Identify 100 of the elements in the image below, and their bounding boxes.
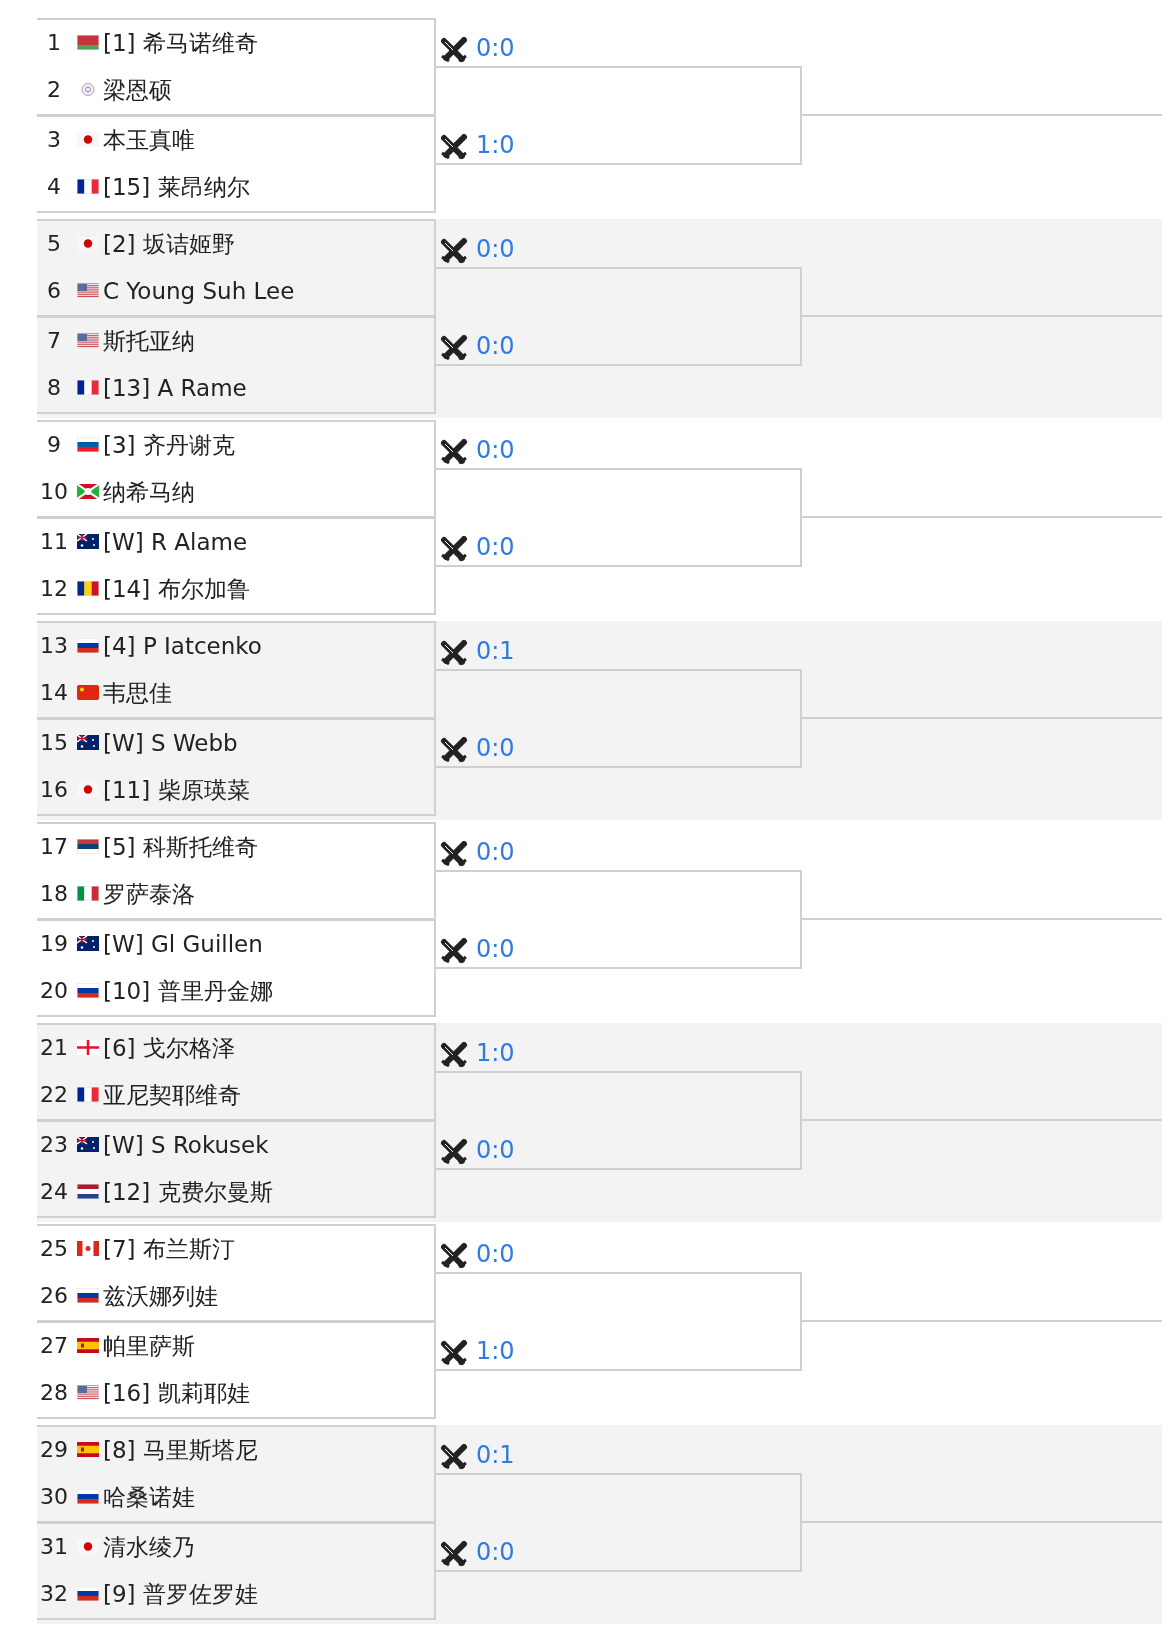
player-name: 哈桑诺娃: [103, 1483, 195, 1511]
score-text: 0:0: [476, 1136, 515, 1164]
player-name: [13] A Rame: [103, 374, 247, 402]
score-text: 1:0: [476, 1337, 515, 1365]
player-name: [W] S Rokusek: [103, 1131, 269, 1159]
player-name: 梁恩硕: [103, 76, 172, 104]
player-name: 亚尼契耶维奇: [103, 1081, 241, 1109]
draw-number: 15: [39, 729, 69, 757]
match-box: [37, 1023, 436, 1121]
score-text: 0:0: [476, 436, 515, 464]
draw-number: 14: [39, 679, 69, 707]
draw-number: 12: [39, 575, 69, 603]
score-text: 0:1: [476, 637, 515, 665]
score-text: 0:1: [476, 1441, 515, 1469]
match-box: [37, 18, 436, 116]
player-name: [W] R Alame: [103, 528, 248, 556]
score-text: 0:0: [476, 34, 515, 62]
player-name: 斯托亚纳: [103, 327, 195, 355]
player-name: 帕里萨斯: [103, 1332, 195, 1360]
player-name: [14] 布尔加鲁: [103, 575, 250, 603]
score-text: 0:0: [476, 1240, 515, 1268]
score-text: 0:0: [476, 1538, 515, 1566]
match-box: [37, 1120, 436, 1218]
match-box: [37, 718, 436, 816]
match-box: [37, 1425, 436, 1523]
match-box: [37, 1522, 436, 1620]
draw-number: 29: [39, 1436, 69, 1464]
player-name: [15] 莱昂纳尔: [103, 173, 250, 201]
match-box: [37, 822, 436, 920]
match-box: [37, 621, 436, 719]
draw-number: 5: [46, 230, 62, 258]
match-box: [37, 115, 436, 213]
match-box: [37, 1224, 436, 1322]
score-text: 0:0: [476, 935, 515, 963]
draw-number: 8: [46, 374, 62, 402]
player-name: 本玉真唯: [103, 126, 195, 154]
player-name: [7] 布兰斯汀: [103, 1235, 235, 1263]
score-text: 0:0: [476, 332, 515, 360]
draw-number: 32: [39, 1580, 69, 1608]
player-name: [10] 普里丹金娜: [103, 977, 273, 1005]
player-name: 韦思佳: [103, 679, 172, 707]
bracket-line: [435, 918, 1163, 969]
match-box: [37, 919, 436, 1017]
score-text: 0:0: [476, 533, 515, 561]
score-text: 0:0: [476, 235, 515, 263]
player-name: 纳希马纳: [103, 478, 195, 506]
draw-number: 3: [46, 126, 62, 154]
draw-number: 1: [46, 29, 62, 57]
match-box: [37, 219, 436, 317]
player-name: [5] 科斯托维奇: [103, 833, 258, 861]
player-name: [W] Gl Guillen: [103, 930, 263, 958]
score-text: 0:0: [476, 734, 515, 762]
draw-number: 20: [39, 977, 69, 1005]
draw-number: 4: [46, 173, 62, 201]
draw-number: 18: [39, 880, 69, 908]
match-box: [37, 517, 436, 615]
player-name: 兹沃娜列娃: [103, 1282, 218, 1310]
draw-number: 7: [46, 327, 62, 355]
match-box: [37, 1321, 436, 1419]
draw-number: 26: [39, 1282, 69, 1310]
player-name: [9] 普罗佐罗娃: [103, 1580, 258, 1608]
draw-number: 10: [39, 478, 69, 506]
draw-number: 19: [39, 930, 69, 958]
draw-number: 9: [46, 431, 62, 459]
draw-number: 30: [39, 1483, 69, 1511]
player-name: [W] S Webb: [103, 729, 238, 757]
bracket-line: [435, 114, 1163, 165]
score-text: 0:0: [476, 838, 515, 866]
draw-number: 21: [39, 1034, 69, 1062]
draw-number: 25: [39, 1235, 69, 1263]
draw-number: 13: [39, 632, 69, 660]
player-name: [4] P Iatcenko: [103, 632, 262, 660]
player-name: [12] 克费尔曼斯: [103, 1178, 273, 1206]
score-text: 1:0: [476, 1039, 515, 1067]
player-name: 清水绫乃: [103, 1533, 195, 1561]
match-box: [37, 420, 436, 518]
player-name: C Young Suh Lee: [103, 277, 295, 305]
player-name: [2] 坂诘姬野: [103, 230, 235, 258]
player-name: [8] 马里斯塔尼: [103, 1436, 258, 1464]
player-name: [11] 柴原瑛菜: [103, 776, 250, 804]
draw-number: 16: [39, 776, 69, 804]
draw-number: 31: [39, 1533, 69, 1561]
draw-number: 17: [39, 833, 69, 861]
draw-number: 24: [39, 1178, 69, 1206]
player-name: [1] 希马诺维奇: [103, 29, 258, 57]
player-name: [3] 齐丹谢克: [103, 431, 235, 459]
draw-number: 28: [39, 1379, 69, 1407]
score-text: 1:0: [476, 131, 515, 159]
draw-number: 23: [39, 1131, 69, 1159]
player-name: 罗萨泰洛: [103, 880, 195, 908]
bracket-line: [435, 516, 1163, 567]
bracket-line: [435, 1320, 1163, 1371]
draw-number: 2: [46, 76, 62, 104]
draw-number: 11: [39, 528, 69, 556]
player-name: [6] 戈尔格泽: [103, 1034, 235, 1062]
player-name: [16] 凯莉耶娃: [103, 1379, 250, 1407]
draw-number: 6: [46, 277, 62, 305]
draw-number: 22: [39, 1081, 69, 1109]
draw-number: 27: [39, 1332, 69, 1360]
match-box: [37, 316, 436, 414]
